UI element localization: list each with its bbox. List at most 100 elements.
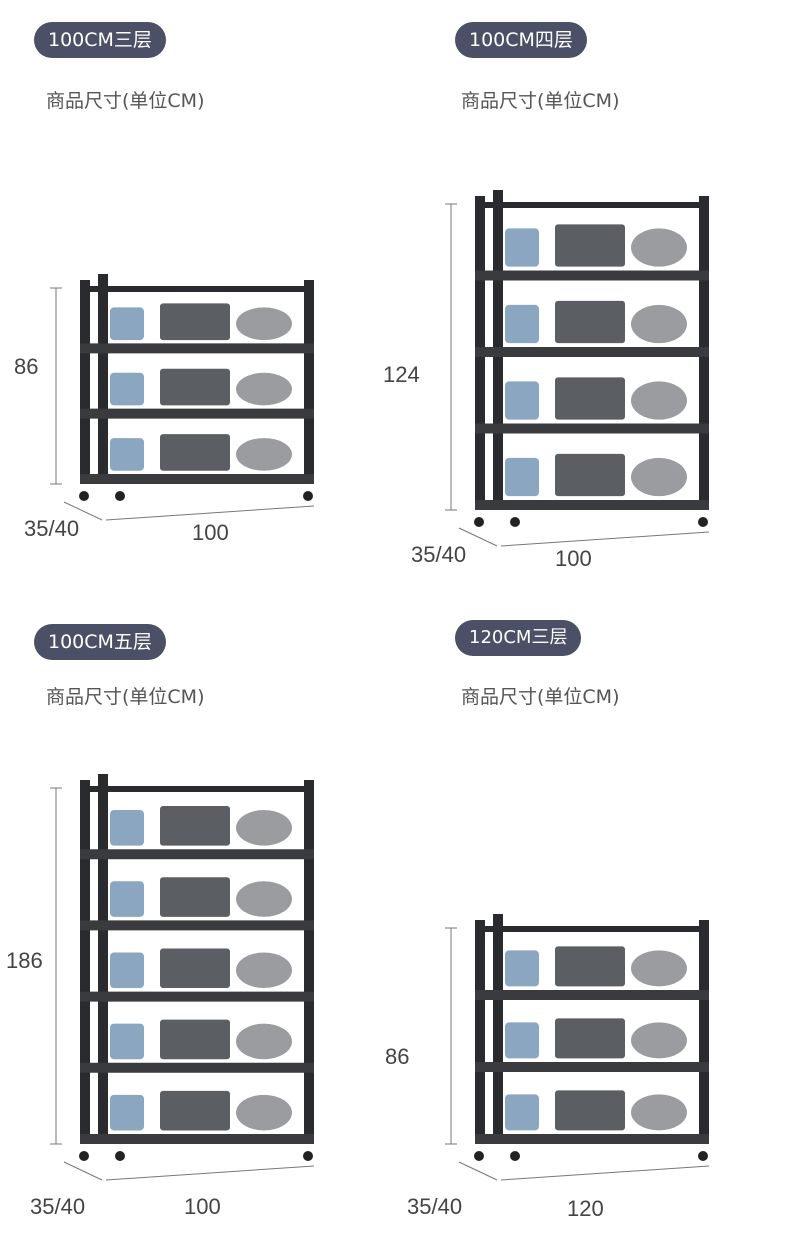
shelf-item xyxy=(555,300,625,344)
rack-post-front-left xyxy=(80,780,90,1144)
shelf-item xyxy=(631,1022,687,1059)
width-label: 120 xyxy=(567,1196,604,1221)
height-label: 124 xyxy=(383,362,420,387)
shelf-item xyxy=(236,881,292,917)
depth-label: 35/40 xyxy=(24,516,80,541)
shelf-item xyxy=(505,381,539,420)
shelf-item xyxy=(236,1023,292,1060)
shelf-item xyxy=(160,303,230,341)
rack-illustration xyxy=(50,274,315,521)
shelf-item xyxy=(631,950,687,987)
rack-post-back-left xyxy=(98,274,108,478)
shelf-item xyxy=(555,1090,625,1131)
rack-wheel xyxy=(510,1151,520,1161)
width-label: 100 xyxy=(555,546,592,571)
shelf-item xyxy=(505,457,539,497)
variant-100cm-3-tier: 100CM三层 商品尺寸(单位CM) 86 35/40 100 xyxy=(0,0,395,630)
rack-shelf xyxy=(80,1134,314,1144)
rack-shelf xyxy=(475,270,709,281)
rack-wheel xyxy=(303,491,313,501)
depth-label: 35/40 xyxy=(30,1194,86,1219)
width-dimension-line xyxy=(105,505,315,521)
depth-label: 35/40 xyxy=(411,542,467,567)
rack-wheel xyxy=(115,491,125,501)
shelf-item xyxy=(160,948,230,989)
variant-badge: 100CM四层 xyxy=(455,22,587,58)
variant-badge: 120CM三层 xyxy=(455,620,582,656)
rack-top-bar xyxy=(80,786,314,792)
rack-shelf xyxy=(80,920,314,931)
rack-shelf xyxy=(80,991,314,1002)
rack-post-right xyxy=(304,280,314,484)
shelf-item xyxy=(160,806,230,846)
variant-badge: 100CM五层 xyxy=(34,624,166,660)
rack-wheel xyxy=(698,517,708,527)
rack-shelf xyxy=(80,1062,314,1073)
rack-shelf xyxy=(475,1062,709,1072)
height-label: 86 xyxy=(385,1044,410,1069)
shelf-item xyxy=(631,304,687,344)
size-caption: 商品尺寸(单位CM) xyxy=(46,686,205,708)
shelf-item xyxy=(160,1019,230,1060)
depth-label: 35/40 xyxy=(407,1194,463,1219)
shelf-item xyxy=(505,950,539,987)
depth-dimension-line xyxy=(63,501,103,521)
rack-shelf xyxy=(80,408,314,419)
shelf-item xyxy=(555,1018,625,1059)
shelf-item xyxy=(236,372,292,406)
width-dimension-line xyxy=(105,1165,315,1181)
shelf-item xyxy=(160,368,230,406)
shelf-item xyxy=(631,381,687,420)
rack-shelf xyxy=(475,500,709,510)
shelf-item xyxy=(160,877,230,917)
size-caption: 商品尺寸(单位CM) xyxy=(461,90,620,112)
width-dimension-line xyxy=(500,531,710,547)
shelf-item xyxy=(110,372,144,406)
shelf-item xyxy=(110,1023,144,1060)
shelf-item xyxy=(555,224,625,267)
size-caption: 商品尺寸(单位CM) xyxy=(461,686,620,708)
rack-illustration xyxy=(445,914,710,1181)
rack-wheel xyxy=(510,517,520,527)
rack-shelf xyxy=(475,990,709,1000)
shelf-item xyxy=(631,228,687,267)
rack-top-bar xyxy=(475,202,709,208)
shelf-item xyxy=(555,453,625,497)
rack-wheel xyxy=(474,517,484,527)
shelf-item xyxy=(110,307,144,341)
shelf-item xyxy=(555,946,625,987)
rack-wheel xyxy=(115,1151,125,1161)
variant-100cm-5-tier: 100CM五层 商品尺寸(单位CM) 186 35/40 100 xyxy=(0,624,395,1260)
shelf-item xyxy=(631,1094,687,1131)
shelf-item xyxy=(110,952,144,989)
width-dimension-line xyxy=(500,1165,710,1181)
shelf-item xyxy=(555,377,625,420)
variant-badge: 100CM三层 xyxy=(34,22,166,58)
rack-post-back-left xyxy=(98,774,108,1138)
shelf-item xyxy=(110,1094,144,1131)
rack-post-right xyxy=(304,780,314,1144)
rack-post-back-left xyxy=(493,914,503,1138)
rack-wheel xyxy=(79,1151,89,1161)
rack-wheel xyxy=(303,1151,313,1161)
rack-post-front-left xyxy=(475,920,485,1144)
shelf-item xyxy=(505,1094,539,1131)
shelf-item xyxy=(236,1094,292,1131)
variant-100cm-4-tier: 100CM四层 商品尺寸(单位CM) 124 35/40 100 xyxy=(383,0,790,630)
size-caption: 商品尺寸(单位CM) xyxy=(46,90,205,112)
shelf-item xyxy=(505,304,539,344)
rack-top-bar xyxy=(80,286,314,292)
shelf-item xyxy=(160,1090,230,1131)
shelf-item xyxy=(505,1022,539,1059)
shelf-item xyxy=(236,438,292,471)
depth-dimension-line xyxy=(458,527,498,547)
shelf-item xyxy=(110,438,144,471)
rack-wheel xyxy=(474,1151,484,1161)
rack-shelf xyxy=(475,1134,709,1144)
shelf-item xyxy=(631,457,687,497)
height-label: 186 xyxy=(6,948,43,973)
rack-shelf xyxy=(475,347,709,357)
shelf-item xyxy=(160,434,230,471)
width-label: 100 xyxy=(192,520,229,545)
shelf-item xyxy=(110,881,144,917)
